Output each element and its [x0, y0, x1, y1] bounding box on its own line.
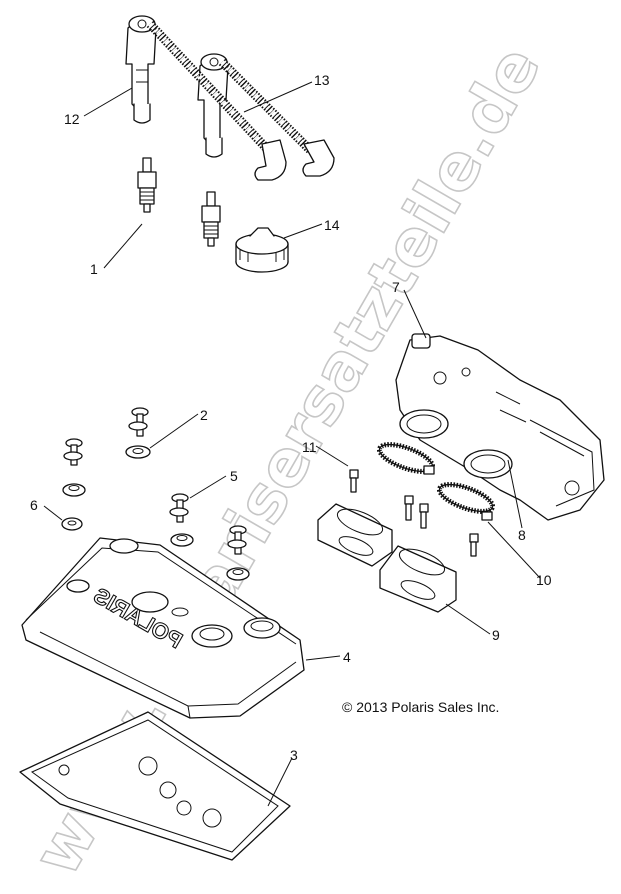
- callout-4: 4: [343, 649, 351, 665]
- callout-2: 2: [200, 407, 208, 423]
- intake-bolt-1: [349, 469, 359, 493]
- callout-5: 5: [230, 468, 238, 484]
- grommet-right: [226, 567, 250, 581]
- hose-clamp-upper: [376, 442, 436, 475]
- spark-plug-b: [201, 191, 221, 247]
- grommet-center: [170, 533, 194, 547]
- oil-filler-cap: [235, 227, 289, 273]
- washer-2: [125, 445, 151, 459]
- intake-boot-left: [317, 503, 393, 567]
- callout-6: 6: [30, 497, 38, 513]
- bolt-left: [63, 438, 83, 466]
- intake-boot-right: [379, 545, 457, 613]
- valve-cover-gasket: [19, 711, 291, 861]
- callout-10: 10: [536, 572, 552, 588]
- intake-bolt-3: [419, 503, 429, 529]
- callout-11: 11: [302, 439, 317, 455]
- copyright-notice: © 2013 Polaris Sales Inc.: [342, 699, 499, 715]
- wire-boot-13: [302, 139, 335, 177]
- spark-plug-a: [137, 157, 157, 213]
- callout-12: 12: [64, 111, 80, 127]
- valve-cover: POLARIS: [21, 537, 305, 719]
- leader-lines: [43, 81, 541, 807]
- throttle-body: [395, 333, 605, 521]
- bolt-right: [227, 525, 247, 555]
- hose-clamp-lower: [436, 482, 496, 521]
- callout-9: 9: [492, 627, 500, 643]
- callout-14: 14: [324, 217, 340, 233]
- wire-boot-12: [254, 139, 287, 181]
- spark-plug-wire-12: [125, 15, 157, 124]
- callout-3: 3: [290, 747, 298, 763]
- washer-6: [61, 517, 83, 531]
- intake-bolt-2: [404, 495, 414, 521]
- callout-1: 1: [90, 261, 98, 277]
- bolt-2: [128, 407, 149, 437]
- intake-bolt-4: [469, 533, 479, 557]
- callout-13: 13: [314, 72, 330, 88]
- callout-8: 8: [518, 527, 526, 543]
- callout-7: 7: [392, 279, 400, 295]
- bolt-5: [169, 493, 189, 523]
- grommet-left: [62, 483, 86, 497]
